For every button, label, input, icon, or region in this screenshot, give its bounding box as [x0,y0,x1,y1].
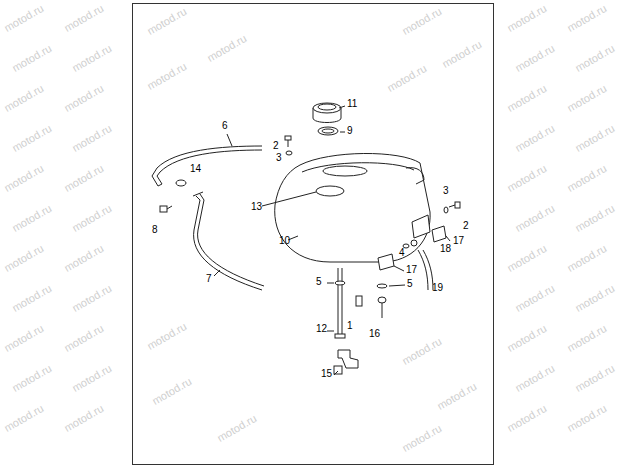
callout-number: 12 [315,323,328,334]
watermark: motod.ru [70,42,114,74]
callout-number: 5 [406,278,414,289]
callout-number: 3 [275,152,283,163]
watermark: motod.ru [513,282,557,314]
watermark: motod.ru [565,2,609,34]
watermark: motod.ru [435,380,479,412]
watermark: motod.ru [400,5,444,37]
watermark: motod.ru [565,242,609,274]
callout-number: 1 [346,320,354,331]
watermark: motod.ru [2,402,46,434]
watermark: motod.ru [565,402,609,434]
watermark: motod.ru [205,32,249,64]
watermark: motod.ru [62,242,106,274]
callout-number: 19 [431,282,444,293]
watermark: motod.ru [513,42,557,74]
watermark: motod.ru [70,282,114,314]
watermark: motod.ru [62,2,106,34]
watermark: motod.ru [2,322,46,354]
callout-number: 6 [221,120,229,131]
callout-number: 9 [346,125,354,136]
watermark: motod.ru [505,322,549,354]
callout-number: 8 [151,224,159,235]
watermark: motod.ru [513,202,557,234]
callout-number: 3 [442,185,450,196]
watermark: motod.ru [10,282,54,314]
watermark: motod.ru [62,322,106,354]
callout-number: 13 [250,201,263,212]
callout-number: 10 [278,235,291,246]
watermark: motod.ru [565,322,609,354]
watermark: motod.ru [513,122,557,154]
watermark: motod.ru [145,5,189,37]
watermark: motod.ru [573,282,617,314]
callout-number: 17 [405,264,418,275]
watermark: motod.ru [2,2,46,34]
watermark: motod.ru [62,162,106,194]
callout-number: 2 [462,220,470,231]
watermark: motod.ru [565,162,609,194]
watermark: motod.ru [10,42,54,74]
watermark: motod.ru [573,202,617,234]
callout-number: 11 [346,98,358,109]
watermark: motod.ru [505,162,549,194]
watermark: motod.ru [505,2,549,34]
watermark: motod.ru [573,42,617,74]
watermark: motod.ru [573,122,617,154]
watermark: motod.ru [505,82,549,114]
watermark: motod.ru [62,82,106,114]
callout-number: 16 [368,328,381,339]
watermark: motod.ru [70,362,114,394]
callout-number: 15 [320,368,333,379]
watermark: motod.ru [2,82,46,114]
callout-number: 18 [439,243,452,254]
watermark: motod.ru [400,422,444,454]
watermark: motod.ru [10,202,54,234]
watermark: motod.ru [2,242,46,274]
watermark: motod.ru [145,320,189,352]
watermark: motod.ru [10,122,54,154]
callout-number: 5 [315,276,323,287]
watermark: motod.ru [10,362,54,394]
watermark: motod.ru [62,402,106,434]
callout-number: 7 [205,273,213,284]
callout-number: 14 [189,163,202,174]
watermark: motod.ru [150,375,194,407]
callout-number: 2 [272,140,280,151]
watermark: motod.ru [70,122,114,154]
watermark: motod.ru [385,62,429,94]
callout-number: 17 [452,235,465,246]
watermark: motod.ru [505,242,549,274]
watermark: motod.ru [565,82,609,114]
watermark: motod.ru [513,362,557,394]
watermark: motod.ru [70,202,114,234]
watermark: motod.ru [573,362,617,394]
watermark: motod.ru [145,60,189,92]
watermark: motod.ru [215,412,259,444]
callout-number: 4 [398,247,406,258]
watermark: motod.ru [440,38,484,70]
watermark: motod.ru [400,335,444,367]
watermark: motod.ru [2,162,46,194]
watermark: motod.ru [505,402,549,434]
